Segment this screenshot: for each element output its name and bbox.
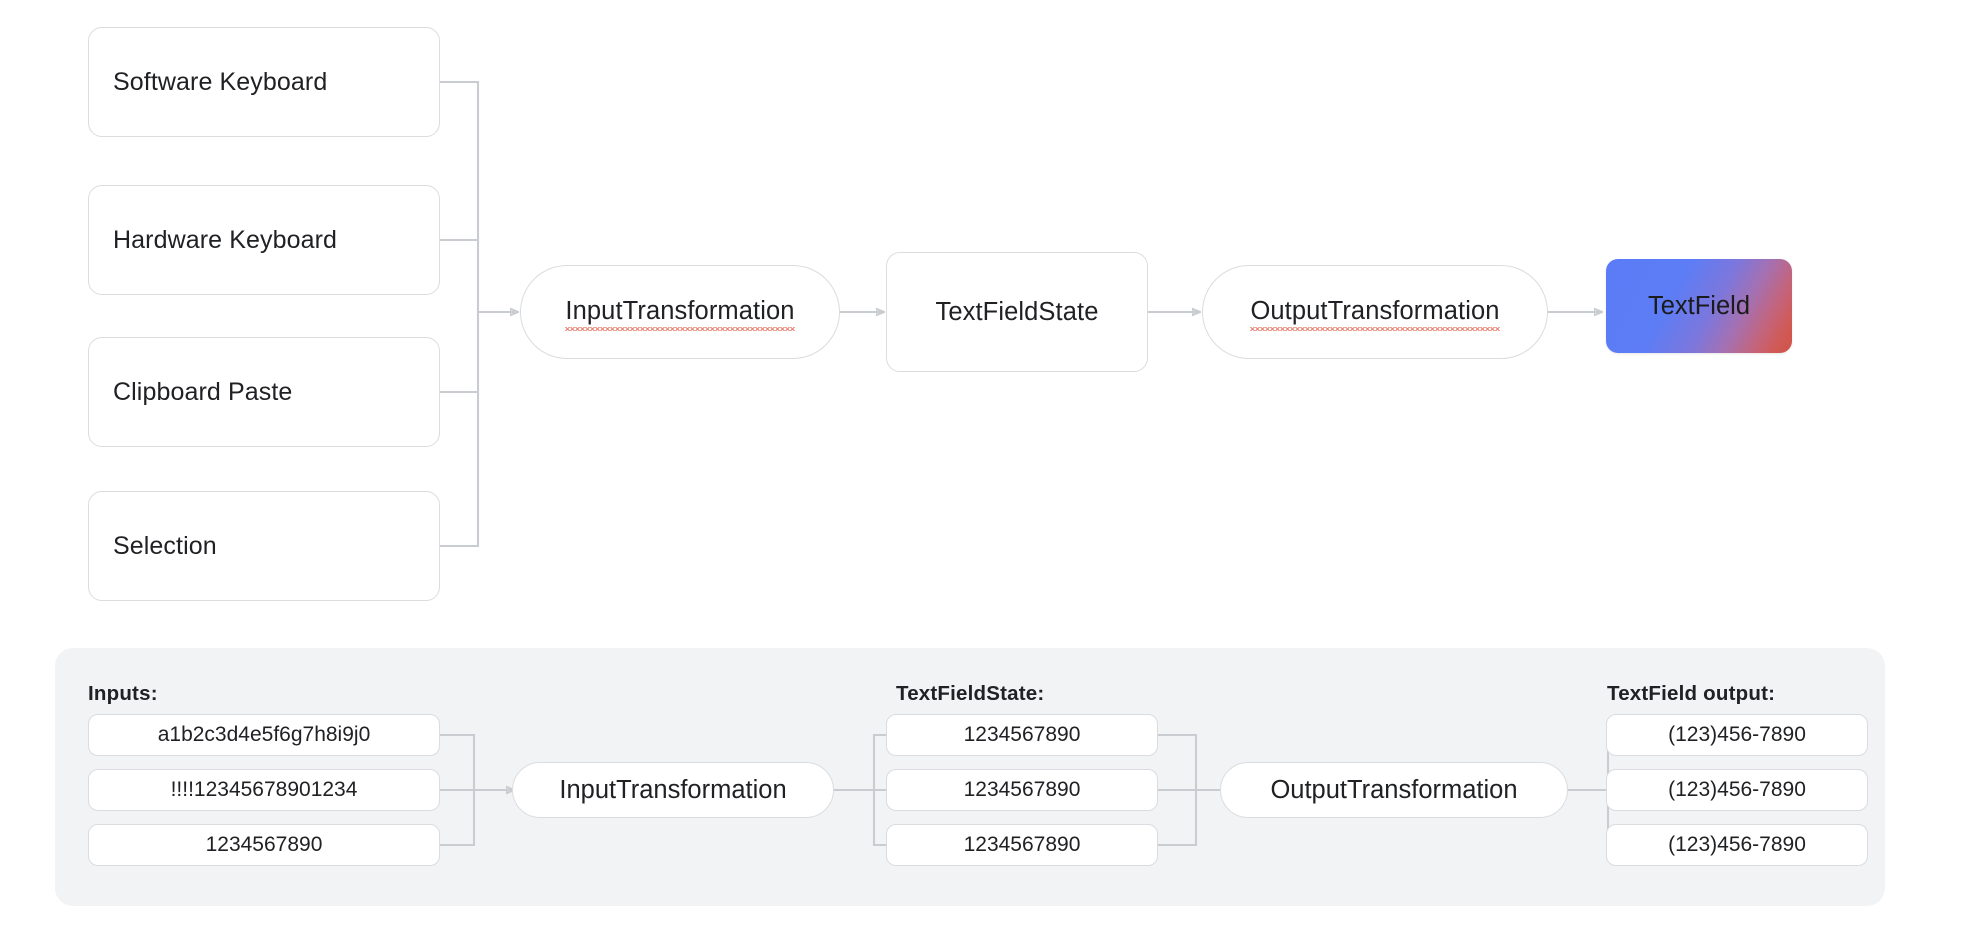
- panel-node-label: OutputTransformation: [1270, 775, 1518, 804]
- source-node-label: Hardware Keyboard: [113, 225, 338, 254]
- pipeline-node-label: TextField: [1647, 291, 1751, 320]
- state-chip[interactable]: 1234567890: [886, 714, 1158, 756]
- panel-node-label: InputTransformation: [559, 775, 787, 804]
- column-label-inputs: Inputs:: [88, 682, 158, 705]
- source-node-label: Selection: [113, 531, 217, 560]
- source-node-hardware-keyboard[interactable]: Hardware Keyboard: [88, 185, 440, 295]
- output-chip[interactable]: (123)456-7890: [1606, 824, 1868, 866]
- panel-node-input-transformation[interactable]: InputTransformation: [512, 762, 834, 818]
- input-chip[interactable]: a1b2c3d4e5f6g7h8i9j0: [88, 714, 440, 756]
- output-chip[interactable]: (123)456-7890: [1606, 769, 1868, 811]
- pipeline-node-textfield[interactable]: TextField: [1606, 259, 1792, 353]
- pipeline-node-textfieldstate[interactable]: TextFieldState: [886, 252, 1148, 372]
- source-node-label: Clipboard Paste: [113, 377, 293, 406]
- source-node-clipboard-paste[interactable]: Clipboard Paste: [88, 337, 440, 447]
- source-node-software-keyboard[interactable]: Software Keyboard: [88, 27, 440, 137]
- column-label-textfield-output: TextField output:: [1607, 682, 1776, 705]
- source-node-selection[interactable]: Selection: [88, 491, 440, 601]
- pipeline-node-output-transformation[interactable]: OutputTransformation: [1202, 265, 1548, 359]
- pipeline-node-label: OutputTransformation: [1250, 297, 1500, 331]
- pipeline-node-input-transformation[interactable]: InputTransformation: [520, 265, 840, 359]
- input-chip[interactable]: !!!!12345678901234: [88, 769, 440, 811]
- state-chip[interactable]: 1234567890: [886, 824, 1158, 866]
- pipeline-node-label: InputTransformation: [565, 297, 795, 331]
- output-chip[interactable]: (123)456-7890: [1606, 714, 1868, 756]
- source-node-label: Software Keyboard: [113, 67, 328, 96]
- pipeline-node-label: TextFieldState: [935, 297, 1099, 326]
- column-label-textfieldstate: TextFieldState:: [896, 682, 1045, 705]
- panel-node-output-transformation[interactable]: OutputTransformation: [1220, 762, 1568, 818]
- input-chip[interactable]: 1234567890: [88, 824, 440, 866]
- state-chip[interactable]: 1234567890: [886, 769, 1158, 811]
